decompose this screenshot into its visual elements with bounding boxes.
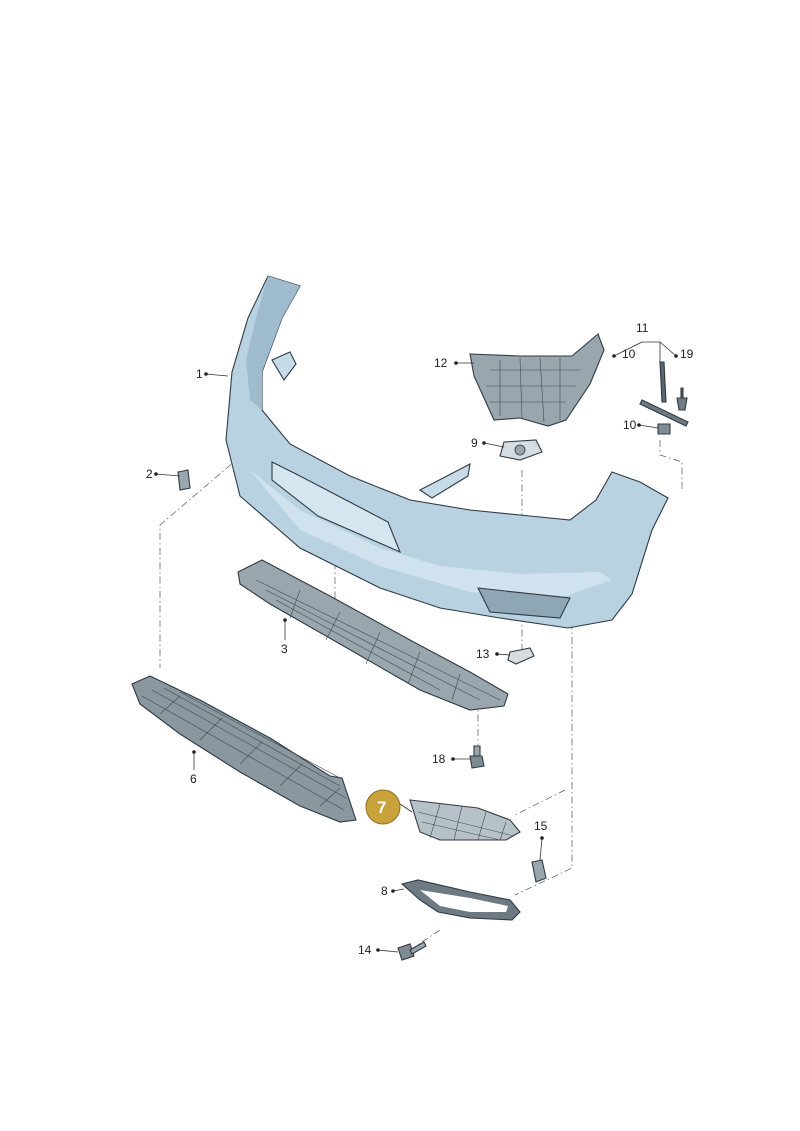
callout-2: 2 (146, 467, 153, 481)
callout-10-top: 10 (622, 347, 636, 361)
screw-14 (397, 941, 427, 961)
bracket-12 (469, 333, 605, 427)
callout-15: 15 (534, 819, 548, 833)
callout-13: 13 (476, 647, 490, 661)
clip-15 (531, 859, 547, 883)
callout-11: 11 (636, 321, 649, 335)
callout-9: 9 (471, 436, 478, 450)
callout-6: 6 (190, 772, 197, 786)
callout-7-highlighted: 7 (365, 789, 401, 825)
bolt-18 (469, 745, 485, 769)
callout-labels: 1 2 3 6 7 8 9 10 10 11 12 13 14 15 18 19 (146, 321, 694, 957)
cover-13 (507, 647, 535, 665)
callout-8: 8 (381, 884, 388, 898)
callout-1: 1 (196, 367, 203, 381)
clip-2 (177, 469, 191, 491)
callout-19: 19 (680, 347, 694, 361)
bumper-cover (225, 275, 669, 629)
grille-6 (131, 675, 357, 823)
callout-12: 12 (434, 356, 448, 370)
frame-8 (400, 879, 521, 921)
callout-14: 14 (358, 943, 372, 957)
washer-cap-9 (499, 439, 543, 461)
callout-10-bottom: 10 (623, 418, 637, 432)
grille-3 (237, 559, 509, 711)
grille-insert-7 (409, 799, 521, 841)
callout-7: 7 (377, 798, 386, 817)
trim-strip-11 (639, 361, 689, 435)
callout-3: 3 (281, 642, 288, 656)
callout-18: 18 (432, 752, 446, 766)
leader-lines (154, 341, 678, 953)
